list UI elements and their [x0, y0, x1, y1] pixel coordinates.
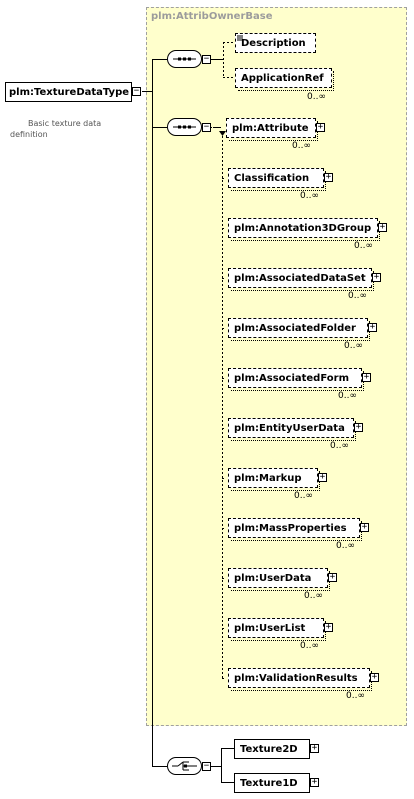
element-userlist[interactable]: plm:UserList	[228, 618, 324, 638]
expand-plus-icon[interactable]: +	[328, 572, 337, 582]
expand-plus-icon[interactable]: +	[318, 472, 327, 482]
occurrence-label: 0..∞	[307, 92, 326, 102]
expand-plus-icon[interactable]: +	[310, 743, 319, 753]
element-label: Description	[241, 37, 306, 49]
collapse-minus-icon[interactable]: −	[202, 761, 211, 771]
occurrence-label: 0..∞	[292, 141, 311, 151]
element-texture-2d[interactable]: Texture2D	[234, 739, 310, 759]
element-label: Texture2D	[240, 743, 298, 755]
element-texture-1d[interactable]: Texture1D	[234, 773, 310, 793]
element-label: Classification	[234, 172, 310, 184]
expand-plus-icon[interactable]: +	[372, 272, 381, 282]
element-label: plm:Markup	[234, 472, 302, 484]
expand-plus-icon[interactable]: +	[370, 672, 379, 682]
element-label: plm:AssociatedDataSet	[234, 272, 366, 284]
element-label: plm:AssociatedFolder	[234, 322, 356, 334]
expand-plus-icon[interactable]: +	[368, 322, 377, 332]
multiplicity-shadow	[238, 71, 334, 91]
element-massproperties[interactable]: plm:MassProperties	[228, 518, 360, 538]
element-associatedfolder[interactable]: plm:AssociatedFolder	[228, 318, 368, 338]
occurrence-label: 0..∞	[344, 341, 363, 351]
element-label: plm:UserData	[234, 572, 312, 584]
choice-compositor-icon[interactable]	[167, 757, 202, 775]
element-description[interactable]: Description	[235, 33, 316, 53]
expand-plus-icon[interactable]: +	[324, 172, 333, 182]
expand-plus-icon[interactable]: +	[316, 122, 325, 132]
element-label: plm:Attribute	[232, 122, 309, 134]
root-documentation: Basic texture data definition	[10, 118, 101, 140]
element-associateddataset[interactable]: plm:AssociatedDataSet	[228, 268, 372, 288]
element-classification[interactable]: Classification	[228, 168, 324, 188]
element-label: Texture1D	[240, 777, 298, 789]
element-label: ApplicationRef	[241, 72, 324, 84]
element-label: plm:UserList	[234, 622, 306, 634]
expand-plus-icon[interactable]: +	[310, 777, 319, 787]
doc-line-2: definition	[10, 130, 48, 139]
sequence-compositor-icon[interactable]	[167, 50, 202, 68]
expand-plus-icon[interactable]: +	[360, 522, 369, 532]
documentation-lines-icon	[237, 35, 243, 41]
occurrence-label: 0..∞	[336, 541, 355, 551]
expand-plus-icon[interactable]: +	[324, 622, 333, 632]
expand-plus-icon[interactable]: +	[378, 222, 387, 232]
occurrence-label: 0..∞	[348, 291, 367, 301]
occurrence-label: 0..∞	[294, 491, 313, 501]
root-element-label: plm:TextureDataType	[9, 86, 130, 98]
element-label: plm:AssociatedForm	[234, 372, 349, 384]
occurrence-label: 0..∞	[300, 641, 319, 651]
collapse-minus-icon[interactable]: −	[202, 122, 211, 132]
occurrence-label: 0..∞	[304, 591, 323, 601]
element-label: plm:ValidationResults	[234, 672, 358, 684]
element-associatedform[interactable]: plm:AssociatedForm	[228, 368, 362, 388]
base-type-title: plm:AttribOwnerBase	[151, 11, 273, 22]
element-label: plm:Annotation3DGroup	[234, 222, 372, 234]
doc-line-1: Basic texture data	[28, 119, 102, 128]
occurrence-label: 0..∞	[354, 241, 373, 251]
element-annotation3dgroup[interactable]: plm:Annotation3DGroup	[228, 218, 378, 238]
element-application-ref[interactable]: ApplicationRef	[235, 68, 332, 88]
element-attribute[interactable]: plm:Attribute	[226, 118, 316, 138]
occurrence-label: 0..∞	[300, 191, 319, 201]
collapse-minus-icon[interactable]: −	[132, 86, 141, 96]
expand-plus-icon[interactable]: +	[362, 372, 371, 382]
element-label: plm:MassProperties	[234, 522, 347, 534]
occurrence-label: 0..∞	[338, 391, 357, 401]
element-validationresults[interactable]: plm:ValidationResults	[228, 668, 370, 688]
collapse-minus-icon[interactable]: −	[202, 54, 211, 64]
element-userdata[interactable]: plm:UserData	[228, 568, 328, 588]
occurrence-label: 0..∞	[330, 441, 349, 451]
element-entityuserdata[interactable]: plm:EntityUserData	[228, 418, 354, 438]
element-label: plm:EntityUserData	[234, 422, 345, 434]
root-element-texture-data-type[interactable]: plm:TextureDataType	[5, 82, 132, 102]
element-markup[interactable]: plm:Markup	[228, 468, 318, 488]
sequence-compositor-icon[interactable]	[167, 118, 202, 136]
occurrence-label: 0..∞	[346, 691, 365, 701]
expand-plus-icon[interactable]: +	[354, 422, 363, 432]
